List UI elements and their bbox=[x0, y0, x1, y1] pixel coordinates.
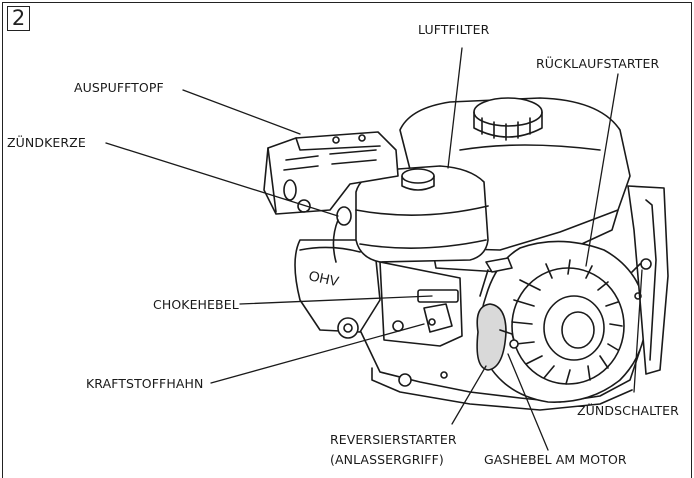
leader-luftfilter bbox=[447, 47, 463, 169]
label-reversierstarter-line1: REVERSIERSTARTER bbox=[330, 432, 457, 447]
label-ruecklaufstarter: RÜCKLAUFSTARTER bbox=[536, 56, 660, 71]
leader-lines bbox=[105, 47, 643, 451]
leader-gashebel bbox=[507, 353, 549, 451]
leader-reversierstarter bbox=[451, 365, 487, 425]
fuel-cap bbox=[473, 97, 543, 141]
leader-kraftstoffhahn bbox=[210, 323, 425, 384]
spark-plug bbox=[332, 206, 352, 263]
label-zuendschalter: ZÜNDSCHALTER bbox=[577, 403, 679, 418]
label-auspufftopf: AUSPUFFTOPF bbox=[74, 80, 164, 95]
leader-zuendkerze bbox=[105, 142, 339, 217]
label-gashebel: GASHEBEL AM MOTOR bbox=[484, 452, 627, 467]
figure-number: 2 bbox=[7, 6, 30, 31]
label-chokehebel: CHOKEHEBEL bbox=[153, 297, 239, 312]
leader-zuendschalter bbox=[633, 269, 643, 393]
control-bracket bbox=[627, 185, 669, 375]
leader-chokehebel bbox=[239, 295, 433, 305]
recoil-starter bbox=[479, 240, 647, 403]
fuel-valve bbox=[423, 303, 453, 333]
label-luftfilter: LUFTFILTER bbox=[418, 22, 490, 37]
carburetor bbox=[379, 261, 463, 347]
label-zuendkerze: ZÜNDKERZE bbox=[7, 135, 86, 150]
label-kraftstoffhahn: KRAFTSTOFFHAHN bbox=[86, 376, 204, 391]
starter-grip bbox=[476, 303, 519, 371]
leader-auspufftopf bbox=[182, 89, 301, 135]
throttle-lever bbox=[479, 257, 513, 297]
cylinder-block: OHV bbox=[294, 239, 381, 339]
ohv-mark: OHV bbox=[307, 267, 341, 289]
label-reversierstarter-line2: (ANLASSERGRIFF) bbox=[330, 452, 444, 467]
leader-ruecklaufstarter bbox=[585, 73, 619, 267]
muffler bbox=[263, 131, 399, 215]
